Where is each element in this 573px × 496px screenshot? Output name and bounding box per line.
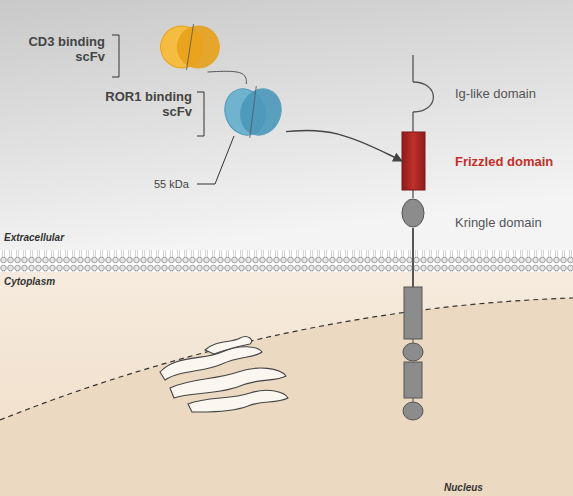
domain-shape	[405, 82, 437, 112]
domain-shape	[401, 198, 425, 228]
domain-shape	[155, 22, 225, 72]
mass-label: 55 kDa	[154, 178, 189, 190]
scfv-fragment: ROR1 binding scFv	[220, 84, 286, 140]
domain-label: CD3 binding scFv	[15, 34, 105, 64]
domain-label: ROR1 binding scFv	[90, 89, 192, 119]
region-label: Extracellular	[4, 232, 64, 243]
domain-label: Frizzled domain	[455, 154, 573, 169]
receptor-domain: Ig-like domain	[405, 82, 437, 112]
region-label: Cytoplasm	[4, 276, 55, 287]
linker-line	[208, 71, 247, 84]
domain-shape	[402, 132, 425, 190]
cytoplasm-region	[0, 272, 573, 496]
nucleus-region	[0, 298, 573, 496]
domain-label: Ig-like domain	[455, 86, 565, 101]
extracellular-space	[0, 0, 573, 250]
ror1-receptor	[403, 55, 423, 420]
scfv-fragment: CD3 binding scFv	[155, 22, 225, 72]
domain-shape	[220, 84, 286, 140]
nuclear-envelope	[0, 298, 573, 420]
receptor-domain: Kringle domain	[401, 198, 425, 228]
receptor-domain: Frizzled domain	[402, 132, 425, 190]
region-label: Nucleus	[444, 482, 483, 493]
binding-arrow	[286, 130, 402, 161]
golgi-apparatus	[160, 337, 288, 412]
domain-label: Kringle domain	[455, 215, 565, 230]
cell-membrane	[0, 250, 573, 272]
leader-line	[197, 136, 234, 184]
